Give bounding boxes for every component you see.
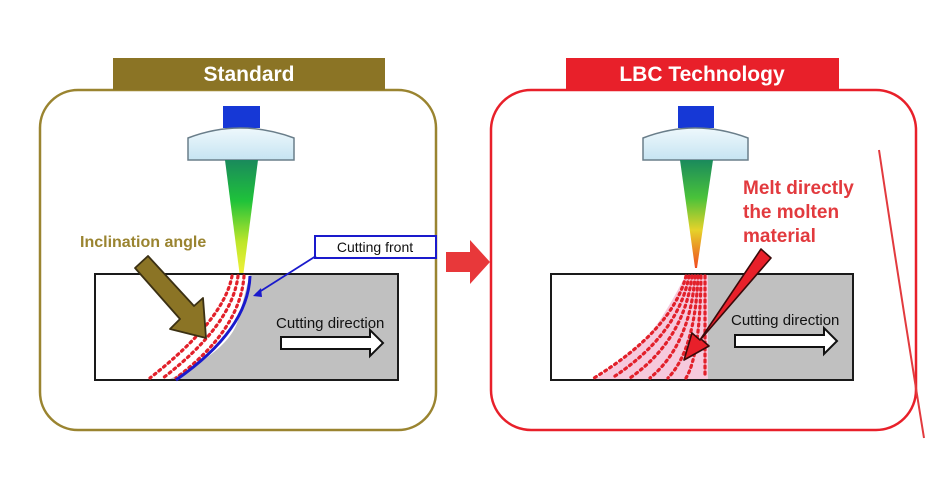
melt-label-line-2: the molten — [743, 202, 839, 223]
laser-lens-lbc — [642, 127, 749, 161]
cutting-front-pointer — [255, 255, 317, 295]
lbc-title-banner — [566, 58, 839, 90]
laser-beam-standard — [225, 160, 258, 277]
cutting-front-label: Cutting front — [337, 239, 413, 255]
inclination-angle-label: Inclination angle — [80, 234, 206, 251]
laser-head-cap-lbc — [678, 106, 714, 128]
cutting-front-pointer-head — [253, 288, 262, 297]
melt-dots-lbc — [592, 274, 707, 380]
workpiece-lbc — [550, 273, 854, 381]
melt-label-line-1: Melt directly — [743, 178, 854, 199]
laser-beam-lbc — [680, 160, 713, 268]
standard-panel: Standard Cutting front Inclination angle — [38, 58, 438, 432]
pen-stroke-mark — [878, 149, 925, 439]
standard-title-banner — [113, 58, 385, 90]
cutting-direction-label-lbc: Cutting direction — [731, 312, 839, 329]
cutting-direction-arrow-standard — [280, 327, 385, 359]
melt-dots-standard — [148, 274, 246, 380]
laser-lens-standard — [187, 127, 295, 161]
cutting-front-line — [175, 275, 252, 382]
cutting-front-callout-box — [314, 235, 437, 259]
laser-head-cap-standard — [223, 106, 260, 128]
cutting-direction-label-standard: Cutting direction — [276, 315, 384, 332]
inclination-arrow — [134, 255, 207, 339]
melt-pointer-arrow — [683, 248, 772, 361]
melt-label-line-3: material — [743, 226, 816, 247]
workpiece-standard — [94, 273, 399, 381]
cutting-direction-arrow-lbc — [734, 325, 839, 357]
lbc-title: LBC Technology — [619, 63, 785, 86]
melt-zone-lbc — [594, 274, 708, 380]
transition-arrow — [446, 240, 490, 284]
standard-title: Standard — [203, 63, 294, 86]
lbc-panel: LBC Technology Melt directly — [489, 58, 918, 432]
